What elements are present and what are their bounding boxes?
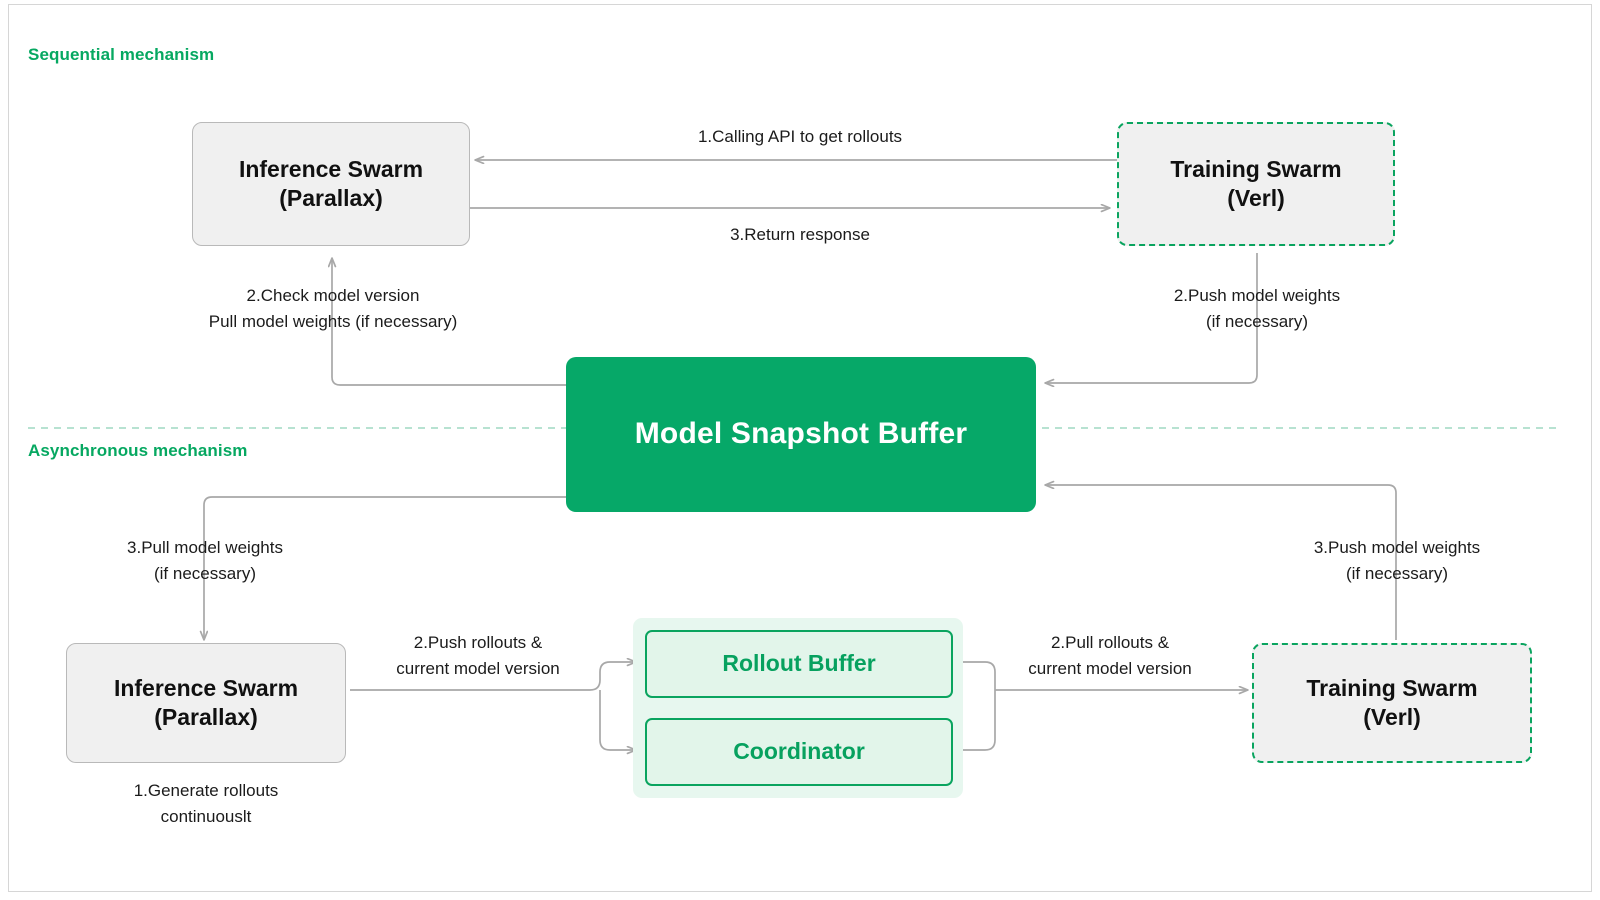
edge-label-push-model-weights-sequential: 2.Push model weights (if necessary) (1173, 286, 1341, 331)
node-label: Model Snapshot Buffer (634, 417, 968, 451)
node-coordinator[interactable]: Coordinator (645, 718, 953, 786)
edge-label-push-model-weights-async: 3.Push model weights (if necessary) (1313, 538, 1481, 583)
node-label: Coordinator (733, 738, 865, 765)
edge-label-return-response: 3.Return response (730, 225, 870, 244)
edge-label-pull-model-weights-async: 3.Pull model weights (if necessary) (127, 538, 283, 583)
node-title-line2: (Parallax) (279, 185, 383, 211)
section-title-asynchronous: Asynchronous mechanism (28, 441, 248, 460)
node-title-line2: (Verl) (1363, 704, 1421, 730)
edge-label-generate-rollouts: 1.Generate rollouts continuouslt (133, 781, 279, 826)
node-async-training-swarm[interactable]: Training Swarm (Verl) (1252, 643, 1532, 763)
edge-label-check-model-version: 2.Check model version Pull model weights… (208, 286, 458, 331)
edge-label-push-rollouts: 2.Push rollouts & current model version (396, 633, 560, 678)
node-title-line1: Training Swarm (1306, 674, 1478, 701)
node-title-line2: (Parallax) (154, 704, 258, 730)
node-title-line1: Inference Swarm (238, 155, 424, 182)
node-rollout-buffer[interactable]: Rollout Buffer (645, 630, 953, 698)
edge-label-calling-api: 1.Calling API to get rollouts (697, 127, 903, 146)
node-label: Rollout Buffer (722, 650, 876, 677)
node-sequential-inference-swarm[interactable]: Inference Swarm (Parallax) (192, 122, 470, 246)
node-async-inference-swarm[interactable]: Inference Swarm (Parallax) (66, 643, 346, 763)
node-model-snapshot-buffer[interactable]: Model Snapshot Buffer (566, 357, 1036, 512)
edge-label-pull-rollouts: 2.Pull rollouts & current model version (1028, 633, 1192, 678)
node-sequential-training-swarm[interactable]: Training Swarm (Verl) (1117, 122, 1395, 246)
node-title-line2: (Verl) (1227, 185, 1285, 211)
node-title-line1: Inference Swarm (113, 674, 299, 701)
node-title-line1: Training Swarm (1170, 155, 1342, 182)
section-title-sequential: Sequential mechanism (28, 45, 215, 64)
